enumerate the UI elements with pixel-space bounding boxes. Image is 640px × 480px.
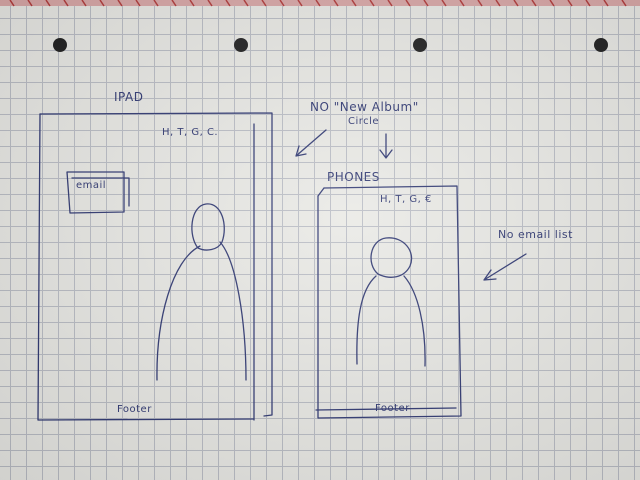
ipad-header-icons: H, T, G, C. [162, 127, 219, 138]
punch-hole [413, 38, 427, 52]
ipad-frame-left [37, 113, 255, 421]
email-box-shadow [71, 177, 130, 207]
ipad-label: IPAD [114, 90, 144, 104]
ipad-person-body [156, 241, 247, 381]
email-box [66, 171, 125, 214]
punch-hole [594, 38, 608, 52]
ipad-frame [39, 112, 273, 417]
phones-header-icons: H, T, G, € [380, 194, 432, 205]
ipad-footer: Footer [117, 404, 152, 415]
ipad-email-box-label: email [76, 180, 107, 191]
phone-frame [317, 185, 462, 419]
phone-frame-inner [315, 187, 457, 411]
phone-person-body [356, 275, 426, 367]
phones-label: PHONES [327, 170, 380, 184]
punch-hole [234, 38, 248, 52]
phone-person-head [370, 237, 413, 278]
ipad-person-head [191, 203, 225, 251]
punch-hole [53, 38, 67, 52]
note-circle: Circle [348, 116, 380, 127]
note-no-new-album: NO "New Album" [310, 100, 419, 114]
note-no-email-list: No email list [498, 228, 573, 241]
arrow-left-mid [483, 253, 527, 281]
arrow-left-top [295, 129, 327, 157]
phones-footer: Footer [375, 403, 410, 414]
arrow-down [379, 133, 393, 159]
spiral-binding [0, 0, 640, 7]
